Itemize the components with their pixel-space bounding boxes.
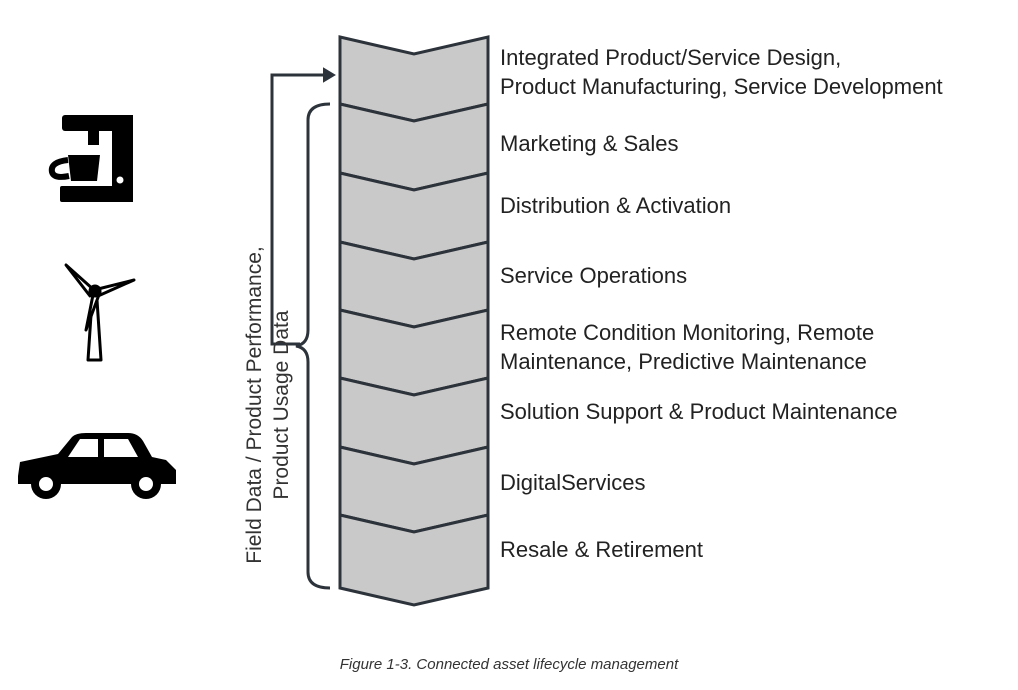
stage-label-distribution: Distribution & Activation xyxy=(500,193,732,218)
field-data-label: Field Data / Product Performance, Produc… xyxy=(243,246,293,564)
stage-label-digital-services: DigitalServices xyxy=(500,470,646,495)
feedback-arrow xyxy=(270,67,336,346)
wind-turbine-icon xyxy=(64,263,136,362)
stage-label-resale: Resale & Retirement xyxy=(500,537,703,562)
car-icon xyxy=(18,433,176,499)
chevron-segment xyxy=(338,513,490,607)
stage-label-design: Integrated Product/Service Design,Produc… xyxy=(500,45,943,99)
stage-label-service-operations: Service Operations xyxy=(500,263,688,288)
data-brace xyxy=(295,102,331,590)
stage-label-support: Solution Support & Product Maintenance xyxy=(500,399,898,424)
coffee-machine-icon xyxy=(48,115,133,202)
figure-caption: Figure 1-3. Connected asset lifecycle ma… xyxy=(339,656,679,673)
stage-label-marketing: Marketing & Sales xyxy=(500,131,679,156)
chevron-stack xyxy=(338,35,490,607)
